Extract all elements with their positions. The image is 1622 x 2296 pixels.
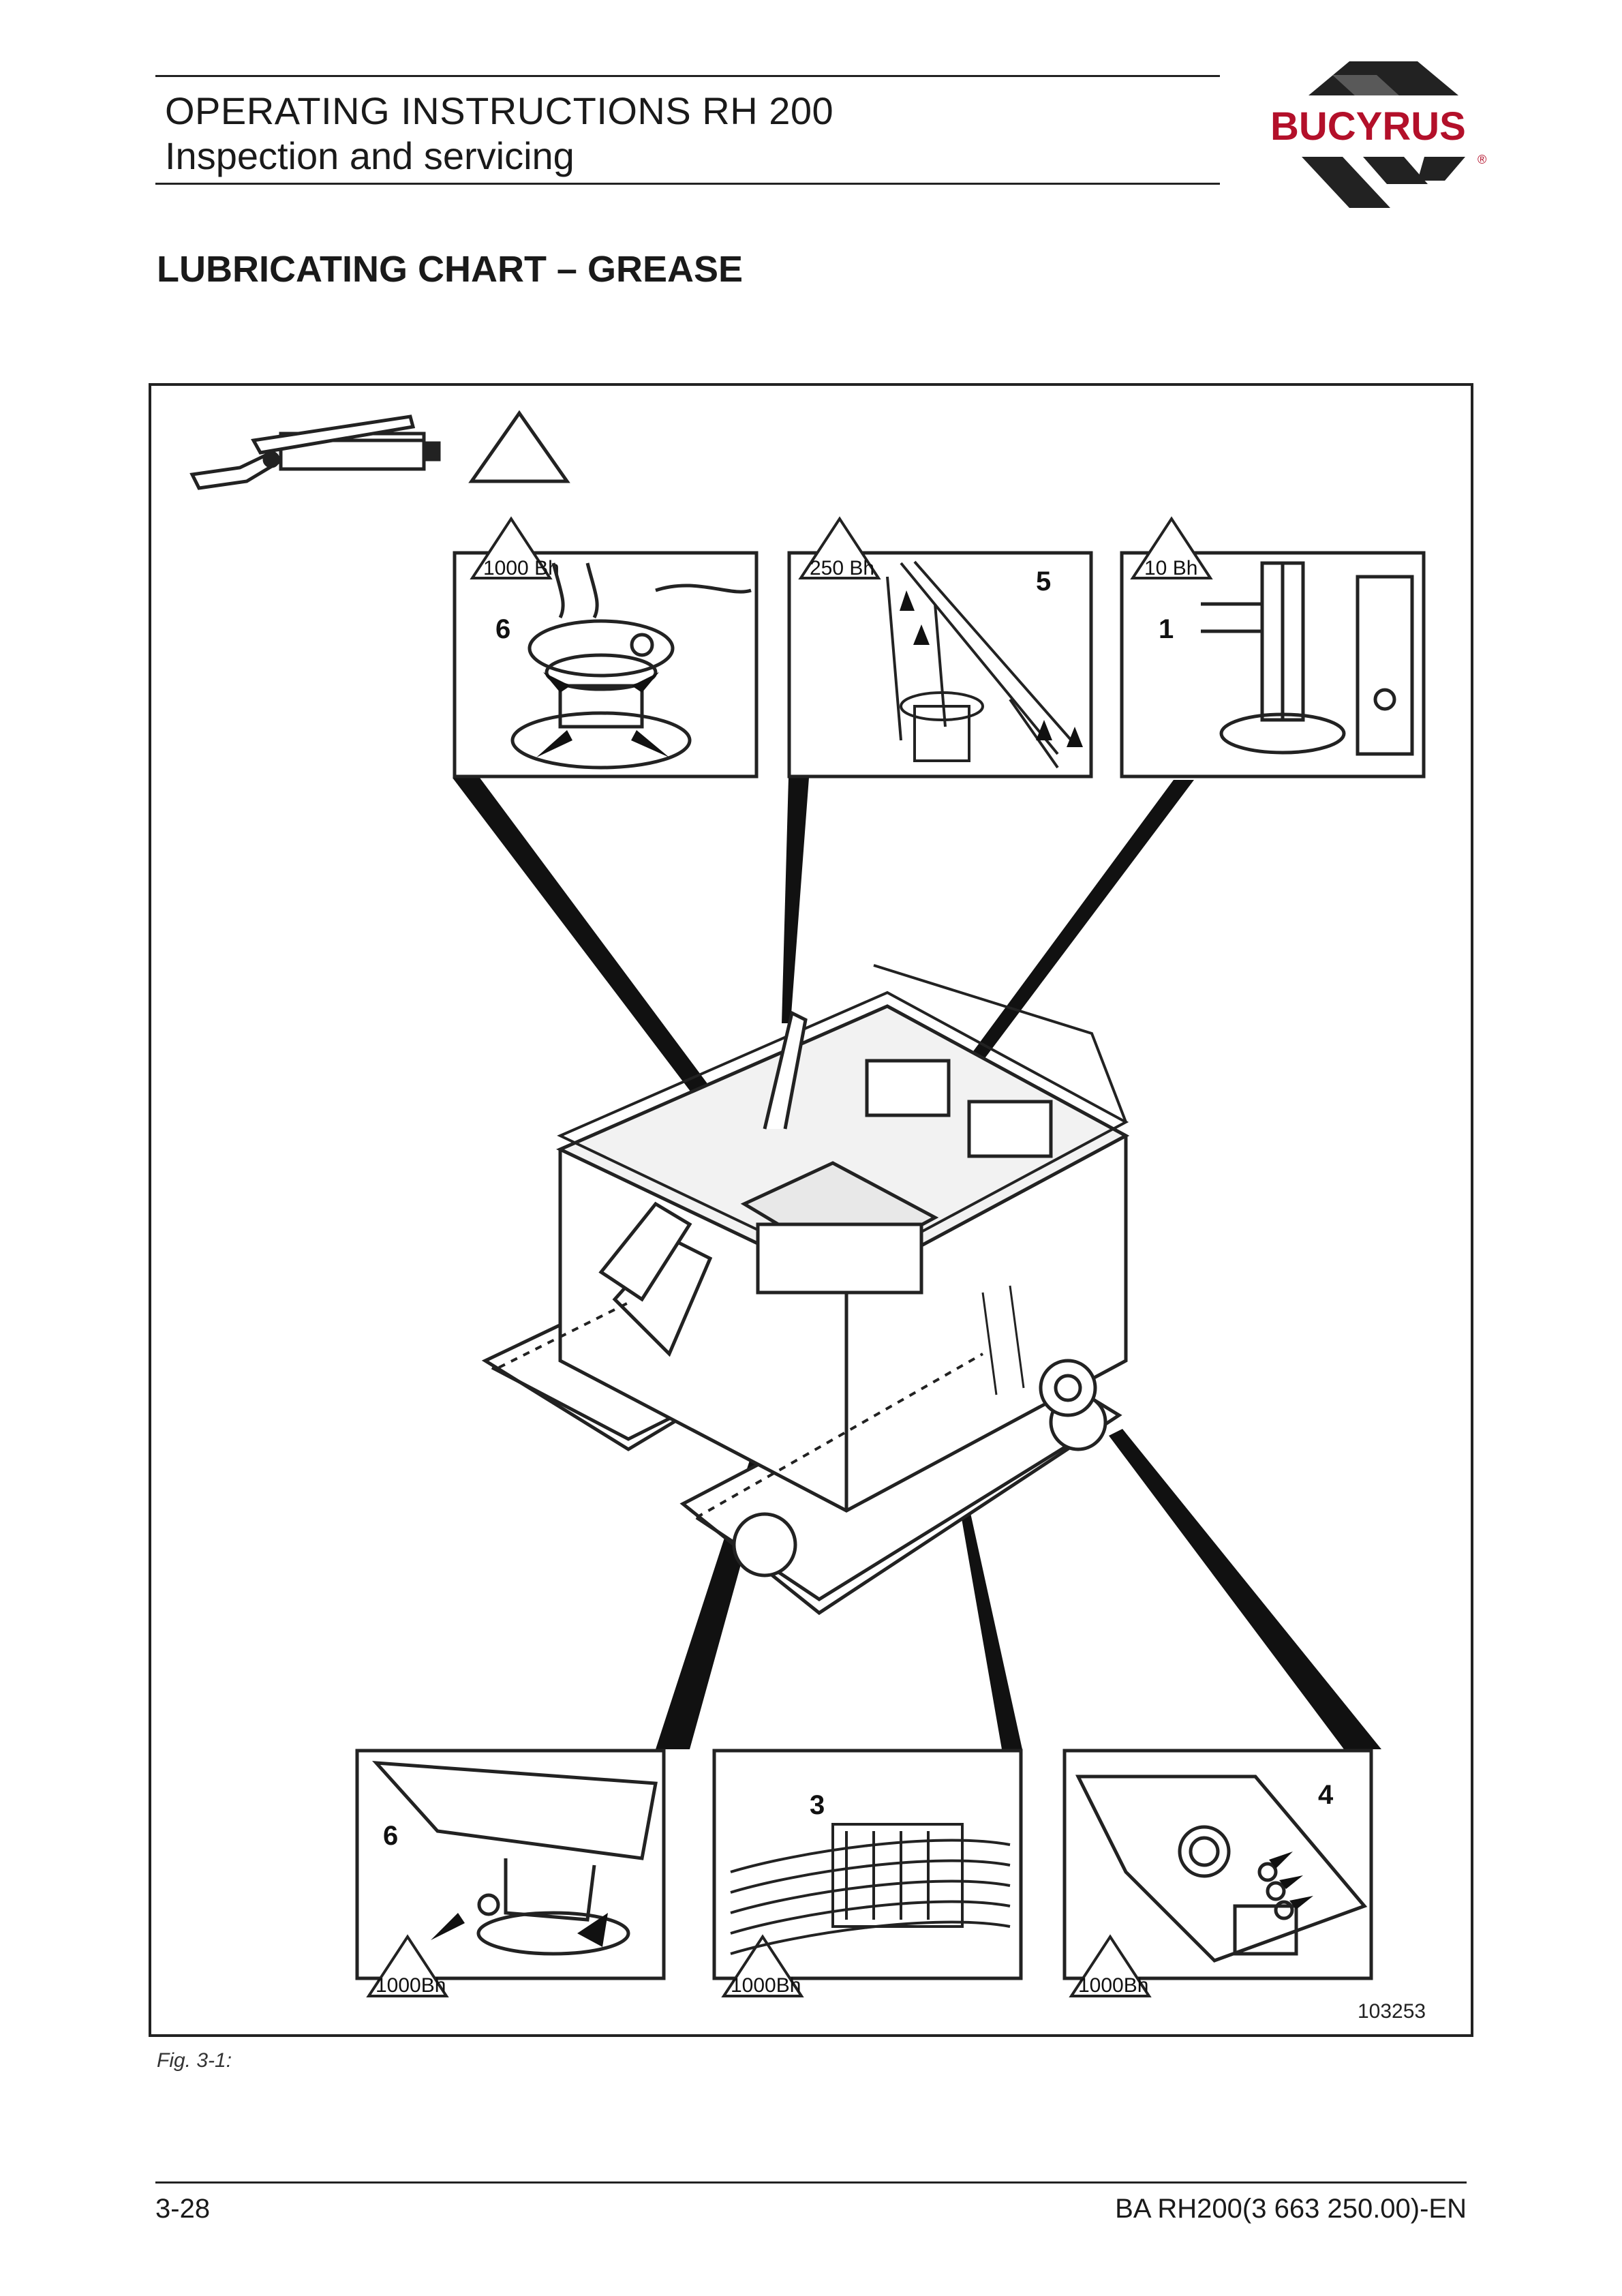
panel-5-number: 3 <box>810 1790 825 1820</box>
detail-panel-1: 1000 Bh 6 <box>453 516 759 779</box>
footer-rule <box>155 2181 1467 2184</box>
panel-5-interval: 1000Bh <box>731 1974 801 1997</box>
panel-3-interval: 10 Bh <box>1144 557 1197 579</box>
figure-drawing: 1000 Bh 6 250 Bh <box>189 410 1426 2023</box>
detail-panel-3: 10 Bh 1 <box>1120 516 1426 779</box>
document-title: OPERATING INSTRUCTIONS RH 200 <box>165 89 834 132</box>
document-reference: BA RH200(3 663 250.00)-EN <box>1115 2194 1467 2224</box>
logo-registered-mark: ® <box>1478 153 1486 166</box>
detail-panel-4: 1000Bh 6 <box>355 1749 666 1997</box>
page-number: 3-28 <box>155 2194 211 2224</box>
figure-number: 103253 <box>1358 2000 1426 2023</box>
bucyrus-logo-icon: BUCYRUS ® <box>1270 61 1486 208</box>
header-bottom-rule <box>155 183 1220 185</box>
header-top-rule <box>155 75 1220 77</box>
document-subtitle: Inspection and servicing <box>165 134 575 177</box>
detail-panel-6: 1000Bh 4 <box>1062 1749 1373 1997</box>
grease-gun-icon <box>189 414 441 490</box>
warning-triangle-icon <box>468 410 570 483</box>
detail-panel-5: 1000Bh 3 <box>712 1749 1023 1997</box>
panel-4-interval: 1000Bh <box>376 1974 446 1997</box>
logo-text: BUCYRUS <box>1270 104 1466 149</box>
panel-3-number: 1 <box>1159 614 1174 644</box>
excavator-drawing <box>481 964 1130 1616</box>
figure-caption: Fig. 3-1: <box>157 2049 232 2072</box>
panel-6-interval: 1000Bh <box>1078 1974 1148 1997</box>
panel-1-number: 6 <box>495 614 510 644</box>
detail-panel-2: 250 Bh 5 <box>787 516 1093 779</box>
panel-2-number: 5 <box>1036 567 1051 596</box>
panel-4-number: 6 <box>383 1821 398 1851</box>
panel-6-number: 4 <box>1318 1780 1334 1810</box>
panel-2-interval: 250 Bh <box>810 557 874 579</box>
panel-1-interval: 1000 Bh <box>483 557 560 579</box>
section-title: LUBRICATING CHART – GREASE <box>157 249 744 290</box>
lubricating-chart-figure: 1000 Bh 6 250 Bh <box>149 383 1473 2037</box>
